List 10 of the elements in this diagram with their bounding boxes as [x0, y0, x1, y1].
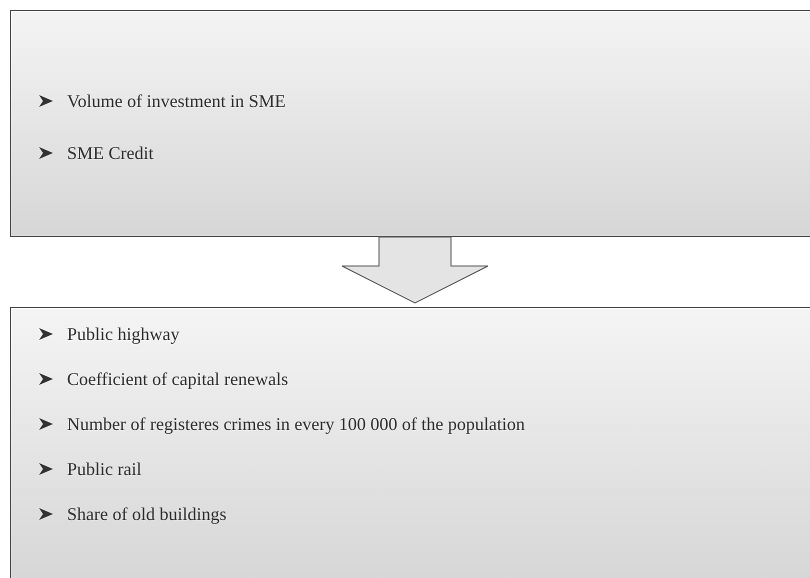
text-panel — [10, 10, 810, 237]
text-panel — [10, 307, 810, 578]
bullet-text: Coefficient of capital renewals — [67, 368, 288, 391]
bullet-text: Number of registeres crimes in every 100 000 of the population — [67, 413, 525, 436]
bullet-text: Public highway — [67, 323, 180, 346]
block-arrow — [342, 236, 488, 304]
bullet-text: Public rail — [67, 458, 142, 481]
bullet-text: Volume of investment in SME — [67, 90, 286, 113]
bullet-text: Share of old buildings — [67, 503, 226, 526]
bullet-text: SME Credit — [67, 142, 154, 165]
